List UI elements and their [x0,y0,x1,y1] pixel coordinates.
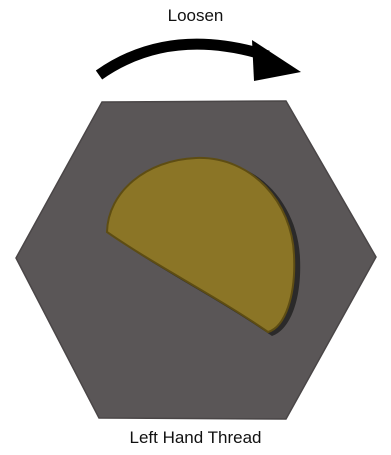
curved-arrow-right-icon [99,40,301,81]
thread-caption: Left Hand Thread [0,428,391,448]
arrow-head [252,40,301,81]
arrow-shaft [99,44,268,75]
